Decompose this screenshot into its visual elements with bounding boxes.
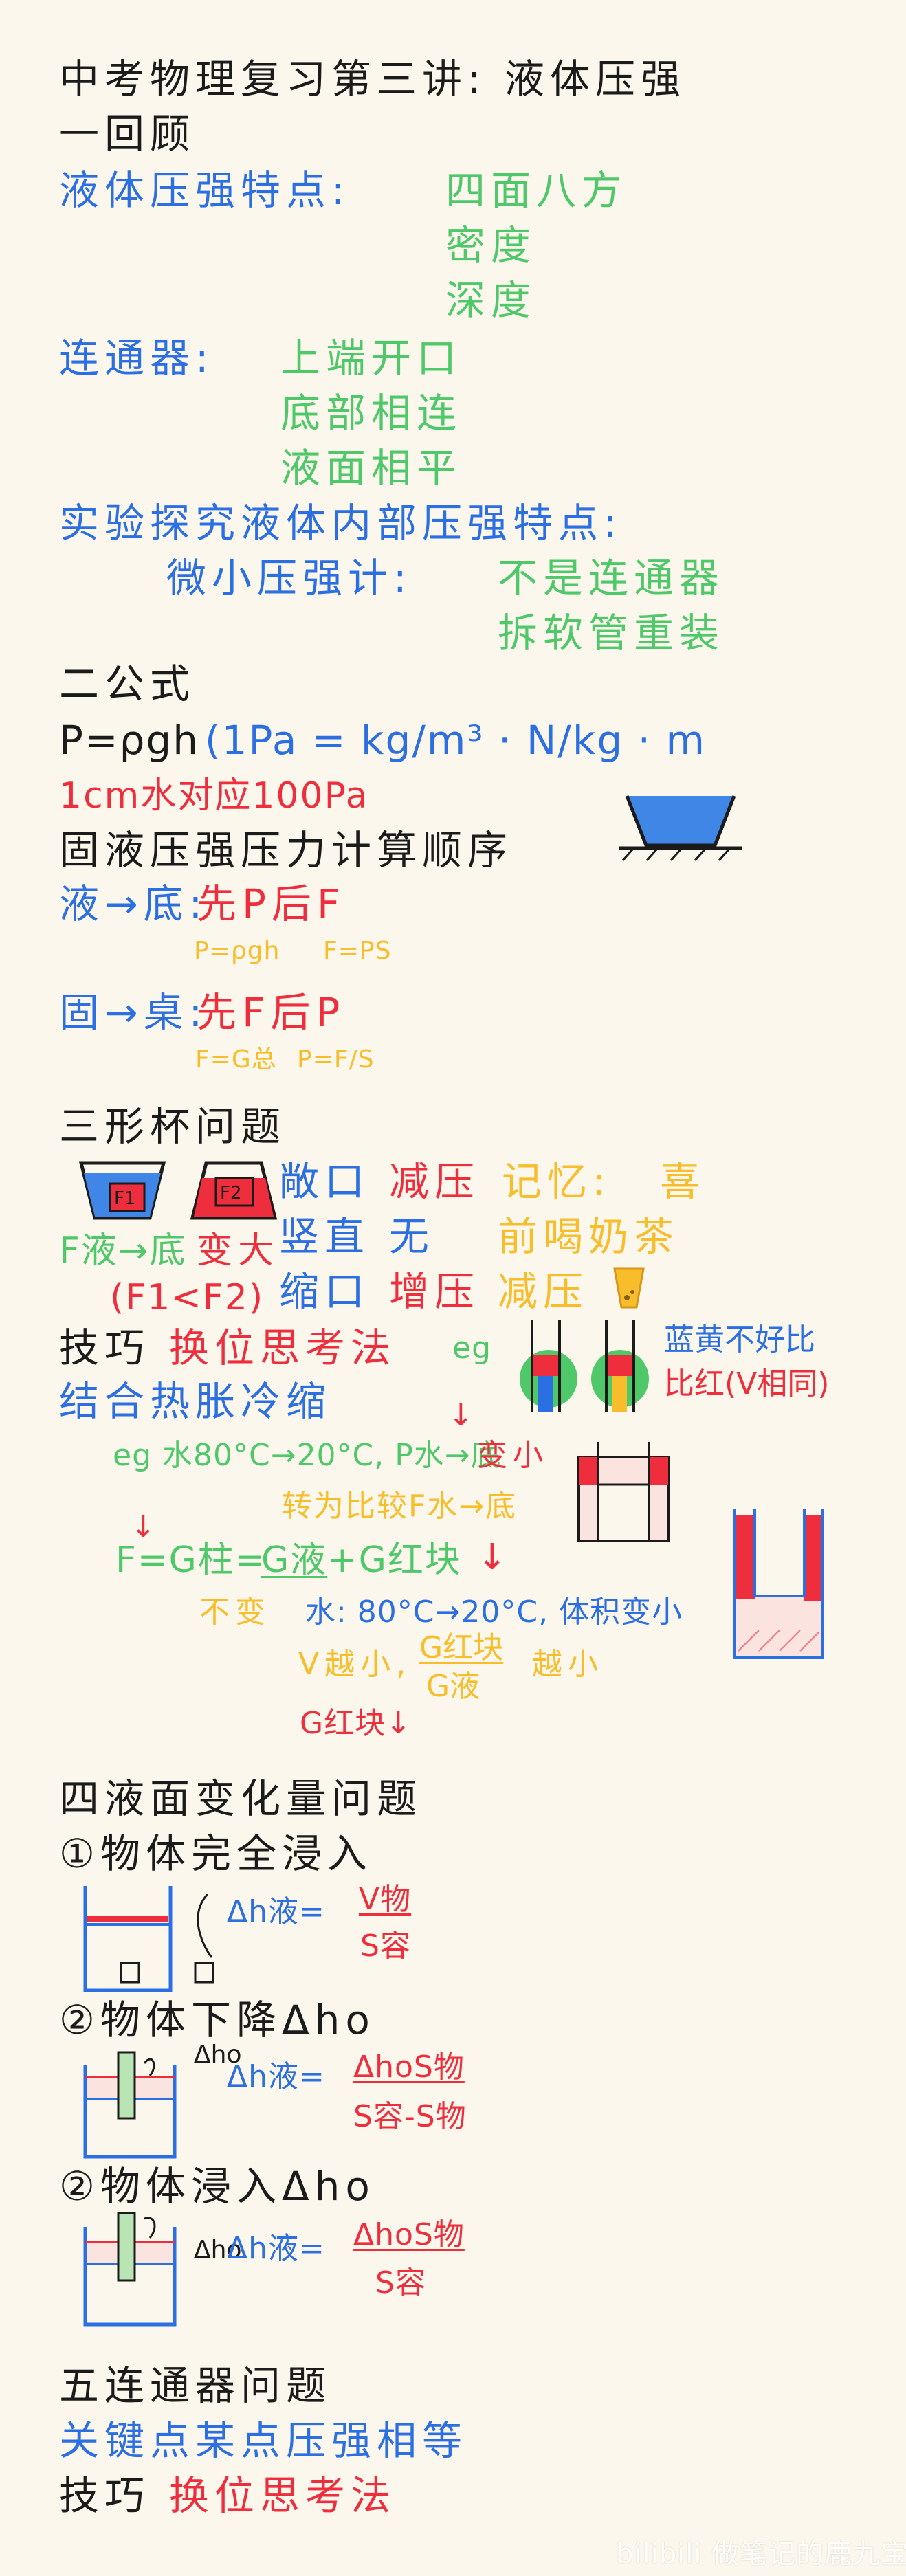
unchanged-note: 不变 xyxy=(199,1595,271,1630)
shape-row: 敞口 xyxy=(279,1158,371,1205)
key-point: 关键点某点压强相等 xyxy=(59,2417,468,2464)
gauge-item: 拆软管重装 xyxy=(498,610,725,656)
solid-sub: P=F/S xyxy=(297,1045,375,1074)
case-2-title: ②物体下降Δho xyxy=(59,1997,375,2043)
shape-row: 竖直 xyxy=(279,1213,371,1260)
case-3-numerator: ΔhoS物 xyxy=(353,2217,465,2252)
feature-item: 密度 xyxy=(445,222,537,269)
memory-line: 前喝奶茶 xyxy=(498,1213,680,1260)
case-1-denominator: S容 xyxy=(360,1929,411,1964)
fraction-bottom: G液 xyxy=(426,1669,480,1704)
connector-item: 上端开口 xyxy=(280,335,463,381)
case-2-tag: Δho xyxy=(194,2041,242,2069)
formula-units: (1Pa = kg/m³ · N/kg · m xyxy=(205,717,707,764)
force-change: 变大 xyxy=(197,1230,280,1272)
color-left: 蓝黄不好比 xyxy=(664,1322,815,1357)
trick-method: 换位思考法 xyxy=(169,1324,397,1371)
section-5-heading: 五连通器问题 xyxy=(59,2362,332,2409)
container-step-sketch xyxy=(577,1442,670,1542)
cup-wide-sketch: F1 xyxy=(78,1161,166,1220)
container-sketch xyxy=(619,795,742,861)
equation-a: F=G柱= xyxy=(115,1540,267,1581)
down-arrow: ↓ xyxy=(477,1537,513,1578)
effect-row: 减压 xyxy=(389,1158,480,1205)
connected-vessel-sketch xyxy=(733,1509,824,1659)
v-smaller: V越小, xyxy=(298,1647,412,1682)
cup-label: F2 xyxy=(220,1183,242,1203)
force-line: F液→底 xyxy=(59,1230,187,1272)
trick-label-2: 技巧 xyxy=(59,2472,151,2519)
case-3-sketch xyxy=(83,2212,177,2327)
experiment-line: 实验探究液体内部压强特点: xyxy=(59,500,623,546)
case-1-sketch xyxy=(83,1886,214,1992)
trick-method-2: 换位思考法 xyxy=(169,2472,397,2519)
eg-change: 变小 xyxy=(477,1438,549,1473)
red-block-note: G红块↓ xyxy=(300,1706,412,1741)
convert-line: 转为比较F水→底 xyxy=(282,1489,518,1524)
order-title: 固液压强压力计算顺序 xyxy=(59,827,513,874)
memory-line: 减压 xyxy=(498,1268,589,1315)
color-right: 比红(V相同) xyxy=(664,1366,830,1401)
tea-cup-icon xyxy=(613,1267,645,1309)
case-3-tag: Δho xyxy=(194,2236,242,2264)
liquid-sub: P=ρgh xyxy=(194,937,280,965)
equation-c: +G红块 xyxy=(327,1540,462,1581)
water-note: 1cm水对应100Pa xyxy=(59,775,369,817)
feature-item: 四面八方 xyxy=(445,167,628,214)
gauge-label: 微小压强计: xyxy=(166,555,412,601)
feature-item: 深度 xyxy=(445,277,537,324)
case-2-lhs: Δh液= xyxy=(227,2059,325,2094)
force-compare: (F1<F2) xyxy=(110,1277,265,1318)
case-3-lhs: Δh液= xyxy=(227,2231,325,2266)
section-4-heading: 四液面变化量问题 xyxy=(59,1775,423,1822)
gauge-item: 不是连通器 xyxy=(498,555,725,601)
case-2-denominator: S容-S物 xyxy=(353,2099,467,2134)
cup-label: F1 xyxy=(114,1188,136,1209)
trick-label: 技巧 xyxy=(59,1324,151,1371)
features-label: 液体压强特点: xyxy=(59,167,351,214)
smaller-word: 越小 xyxy=(532,1647,604,1682)
case-1-numerator: V物 xyxy=(359,1882,412,1917)
liquid-label: 液→底: xyxy=(59,880,208,927)
section-2-heading: 二公式 xyxy=(59,660,196,707)
case-1-title: ①物体完全浸入 xyxy=(59,1830,373,1877)
section-3-heading: 三形杯问题 xyxy=(59,1103,287,1150)
thermal-line: 结合热胀冷缩 xyxy=(59,1378,332,1425)
case-3-title: ②物体浸入Δho xyxy=(59,2163,375,2210)
case-1-lhs: Δh液= xyxy=(227,1894,325,1929)
formula: P=ρgh xyxy=(59,717,199,764)
cooling-note: 水: 80°C→20°C, 体积变小 xyxy=(305,1595,683,1630)
liquid-rule: 先P后F xyxy=(197,880,346,927)
case-3-denominator: S容 xyxy=(375,2265,426,2300)
liquid-sub: F=PS xyxy=(323,937,392,965)
solid-sub: F=G总 xyxy=(195,1045,277,1074)
fraction-top: G红块 xyxy=(419,1630,504,1665)
equation-b: G液 xyxy=(261,1540,328,1581)
color-blocks-sketch xyxy=(520,1320,649,1412)
eg-line: eg 水80°C→20°C, P水→底 xyxy=(113,1438,502,1473)
case-2-numerator: ΔhoS物 xyxy=(353,2050,465,2085)
connector-item: 底部相连 xyxy=(280,390,463,436)
effect-row: 无 xyxy=(389,1213,435,1260)
watermark: bilibili 做笔记的鹿九宝 xyxy=(616,2538,906,2570)
eg-label: eg xyxy=(452,1331,491,1366)
solid-rule: 先F后P xyxy=(197,989,346,1036)
down-arrow: ↓ xyxy=(448,1398,479,1433)
effect-row: 增压 xyxy=(389,1268,480,1315)
memory-label: 记忆: xyxy=(502,1158,612,1205)
connector-item: 液面相平 xyxy=(280,445,463,491)
page-title: 中考物理复习第三讲: 液体压强 xyxy=(59,56,686,102)
connector-label: 连通器: xyxy=(59,335,214,381)
down-arrow: ↓ xyxy=(131,1509,162,1544)
solid-label: 固→桌: xyxy=(59,989,208,1036)
cup-narrow-sketch: F2 xyxy=(190,1161,278,1220)
shape-row: 缩口 xyxy=(279,1268,371,1315)
case-2-sketch xyxy=(83,2051,177,2159)
section-1-heading: 一回顾 xyxy=(59,111,196,157)
memory-head: 喜 xyxy=(660,1158,706,1205)
